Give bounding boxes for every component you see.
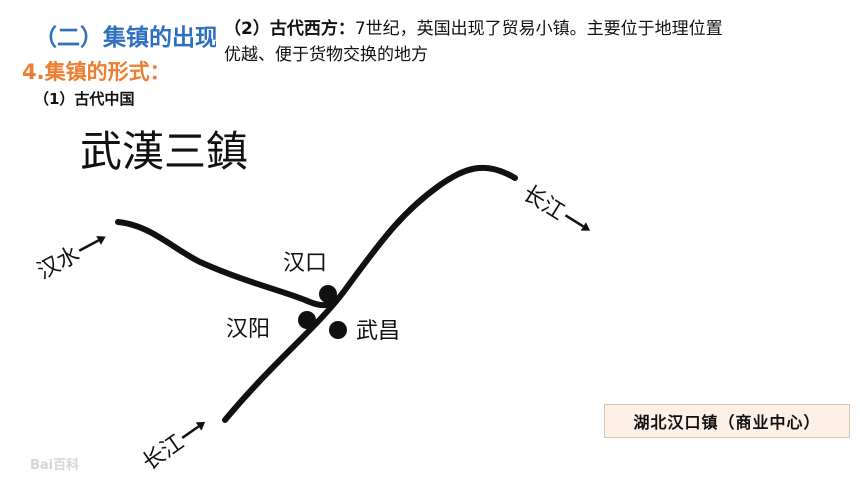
hanshui-label: 汉水 — [33, 242, 84, 285]
section-heading: （二）集镇的出现 — [34, 25, 216, 51]
subheading: 4.集镇的形式： — [22, 60, 171, 84]
changjiang-upper-group: 长江 — [518, 181, 591, 231]
baidu-watermark: Bai百科 — [30, 458, 80, 473]
changjiang-lower-group: 长江 — [138, 421, 206, 476]
yangtze-river — [222, 164, 518, 423]
hanshui-group: 汉水 — [33, 235, 106, 285]
west-line-1: （2）古代西方：7世纪，英国出现了贸易小镇。主要位于地理位置 — [224, 16, 723, 42]
hankou-dot — [319, 285, 337, 303]
west-text-2: 优越、便于货物交换的地方 — [224, 45, 428, 65]
hanyang-dot — [298, 311, 316, 329]
wuchang-dot — [329, 321, 347, 339]
china-label: （1）古代中国 — [34, 90, 135, 108]
hanyang-label: 汉阳 — [226, 317, 270, 342]
hanshui-arrow-icon — [78, 235, 106, 252]
changjiang-upper-label: 长江 — [518, 181, 569, 226]
west-label: （2）古代西方： — [224, 19, 355, 39]
west-description: （2）古代西方：7世纪，英国出现了贸易小镇。主要位于地理位置 优越、便于货物交换… — [224, 16, 731, 68]
map-caption: 湖北汉口镇（商业中心） — [604, 404, 850, 438]
wuchang-label: 武昌 — [356, 319, 400, 344]
han-river — [115, 219, 335, 309]
hankou-label: 汉口 — [283, 251, 327, 276]
changjiang-upper-arrow-icon — [564, 214, 591, 231]
changjiang-lower-label: 长江 — [138, 430, 188, 476]
west-text-1: 7世纪，英国出现了贸易小镇。主要位于地理位置 — [354, 19, 723, 39]
changjiang-lower-arrow-icon — [181, 421, 206, 439]
map-title: 武漢三鎮 — [80, 127, 248, 176]
